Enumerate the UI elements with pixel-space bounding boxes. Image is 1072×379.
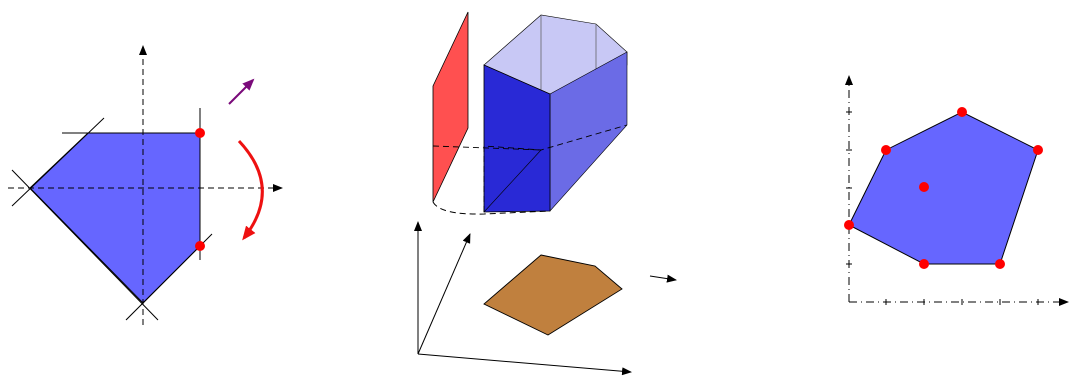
prism-hidden-bottom [483, 124, 628, 212]
middle-panel [414, 11, 677, 376]
rotation-arrow-icon [237, 139, 264, 241]
prism-base-curve [432, 201, 551, 215]
normal-arrow-icon [228, 78, 255, 105]
axis-depth [417, 233, 471, 355]
upper-left-edge-line [11, 117, 105, 207]
right-panel [844, 75, 1069, 306]
hidden-edge [432, 145, 542, 151]
projected-polygon [483, 254, 623, 336]
intersection-point-top [195, 128, 205, 138]
lower-left-edge-line [11, 169, 159, 321]
lattice-point [995, 259, 1005, 269]
direction-arrow-icon [649, 274, 677, 283]
hidden-edge [483, 149, 542, 213]
lattice-point [957, 107, 967, 117]
left-panel [8, 45, 283, 325]
y-ticks [846, 111, 852, 265]
lattice-point [919, 259, 929, 269]
lattice-point [881, 145, 891, 155]
lattice-point [844, 220, 854, 230]
lattice-point [1033, 145, 1043, 155]
lattice-polygon [848, 111, 1039, 265]
interior-lattice-point [919, 182, 929, 192]
axis-right [417, 353, 632, 376]
red-plane [432, 11, 469, 203]
x-ticks [885, 299, 1039, 305]
blue-polygon [29, 132, 201, 304]
intersection-point-bottom [195, 241, 205, 251]
